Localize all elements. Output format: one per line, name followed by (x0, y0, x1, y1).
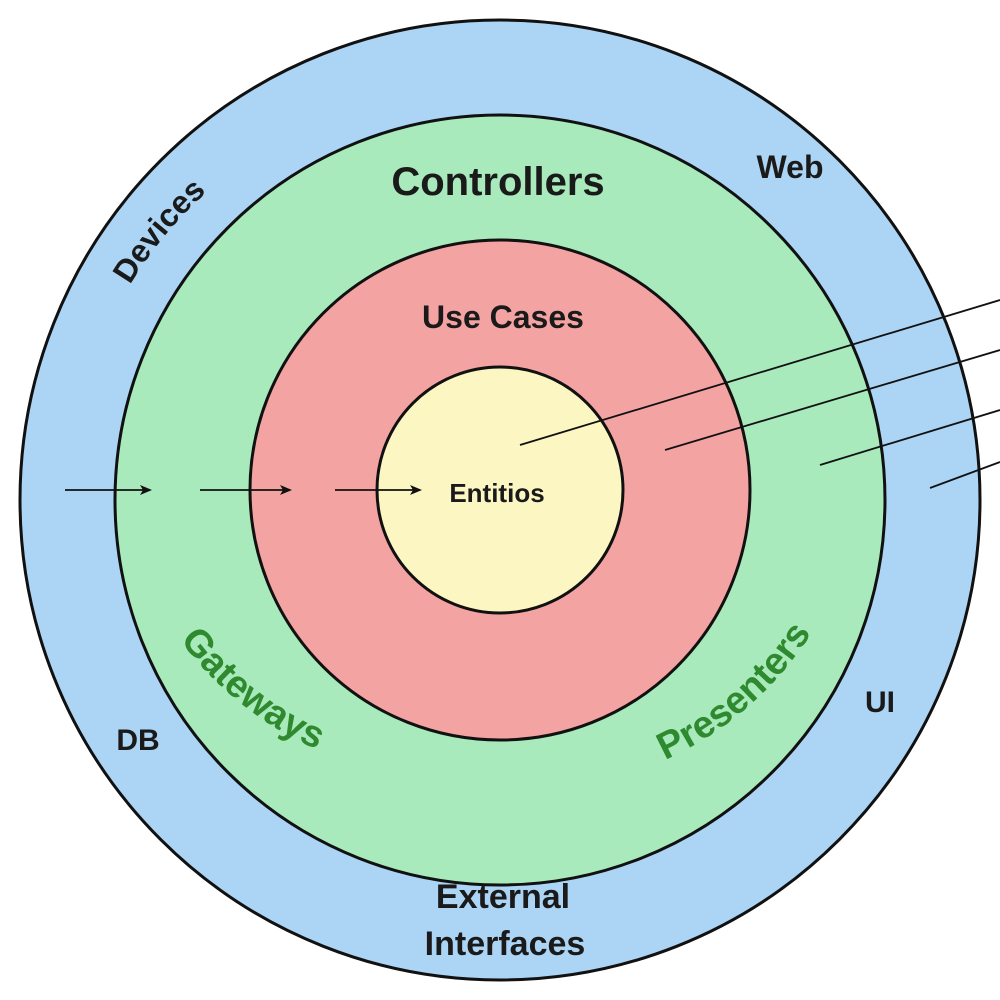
label-interfaces: Interfaces (425, 925, 586, 963)
pointer-line-2 (664, 349, 1000, 451)
label-controllers: Controllers (391, 160, 604, 204)
label-entities: Entitios (449, 478, 544, 508)
label-ui: UI (865, 686, 895, 719)
label-use-cases: Use Cases (422, 299, 584, 335)
pointer-line-1 (519, 299, 1000, 446)
label-db: DB (116, 724, 159, 757)
pointer-line-3 (819, 409, 1000, 466)
label-external: External (436, 878, 570, 916)
label-web: Web (757, 149, 824, 185)
pointer-line-4 (929, 461, 1000, 489)
